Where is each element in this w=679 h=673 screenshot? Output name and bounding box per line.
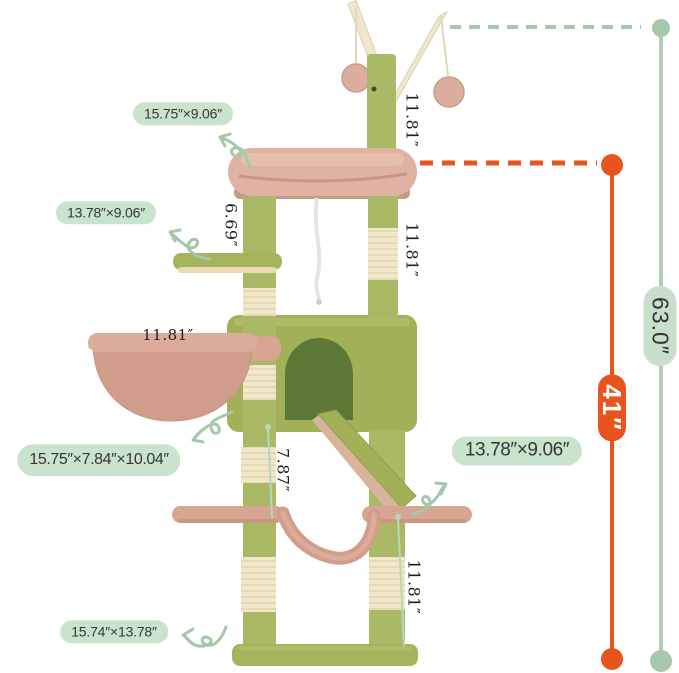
curved-arrow-icon [168, 228, 211, 261]
line-endpoint-dot [601, 648, 623, 670]
measure-line-7-87 [267, 426, 273, 519]
measure-label-hammock-width: 11.81″ [142, 326, 194, 344]
swing-band [276, 506, 381, 565]
dimension-badge-top-perch: 15.75″×9.06″ [133, 102, 233, 126]
measure-line-11-81 [397, 516, 405, 648]
curved-arrow-icon [181, 625, 228, 648]
line-endpoint-dot [601, 154, 623, 176]
pompom-left [341, 63, 371, 93]
dimension-badge-base: 15.74″×13.78″ [60, 620, 168, 644]
lower-right-platform [362, 506, 472, 523]
dimension-badge-upper-platform: 13.78″×9.06″ [56, 201, 156, 225]
lower-left-platform [172, 506, 284, 523]
pompom-right [433, 76, 465, 108]
hammock-basket [87, 333, 281, 422]
mid-height-pill: 41″ [597, 374, 627, 442]
dimension-badge-lower-right-platform: 13.78″×9.06″ [451, 436, 583, 466]
measure-label-upper-right-post: 11.81″ [402, 222, 422, 278]
measure-label-top-post: 11.81″ [402, 92, 422, 148]
dimension-badge-hammock: 15.75″×7.84″×10.04″ [17, 444, 181, 476]
ribbon [313, 197, 322, 302]
curved-arrow-icon [410, 481, 448, 516]
curved-arrow-icon [191, 410, 234, 444]
overall-height-pill: 63.0″ [643, 286, 677, 366]
base [232, 644, 418, 666]
line-endpoint-dot [652, 19, 670, 37]
top-perch [228, 148, 417, 199]
line-endpoint-dot [650, 650, 672, 672]
toy-string-right [440, 15, 449, 77]
cat-tree-illustration [87, 0, 472, 666]
measure-label-upper-platform-gap: 6.69″ [221, 202, 241, 248]
top-post [367, 54, 396, 158]
condo-entrance [285, 338, 353, 420]
measure-label-condo-to-platform: 7.87″ [273, 447, 293, 493]
measure-label-lower-right-post: 11.81″ [404, 559, 424, 615]
upper-platform [173, 253, 282, 273]
curved-arrow-icon [218, 132, 253, 171]
ramp [312, 409, 417, 514]
